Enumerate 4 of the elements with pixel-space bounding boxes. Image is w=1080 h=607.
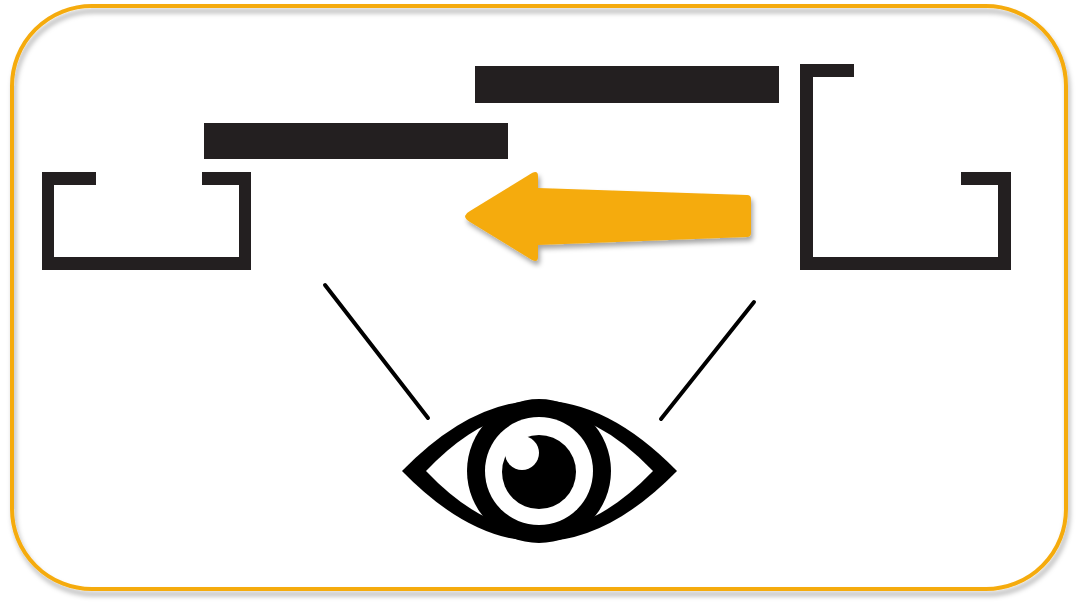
bar	[204, 123, 508, 159]
bar	[475, 66, 779, 103]
bracket	[42, 172, 251, 270]
bracket	[800, 64, 1011, 270]
